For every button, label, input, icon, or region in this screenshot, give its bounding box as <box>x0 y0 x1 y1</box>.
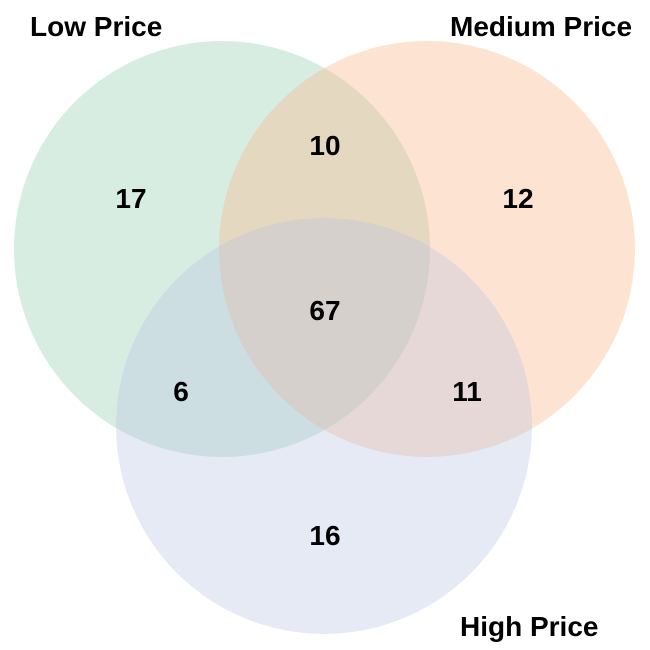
medium-high-count: 11 <box>452 376 482 407</box>
medium-price-label: Medium Price <box>450 11 632 42</box>
low-price-label: Low Price <box>30 11 162 42</box>
medium-price-circle <box>219 41 635 457</box>
medium-only-count: 12 <box>502 183 533 214</box>
high-only-count: 16 <box>309 520 340 551</box>
high-price-circle <box>116 218 532 634</box>
low-medium-count: 10 <box>309 130 340 161</box>
low-price-circle <box>14 41 430 457</box>
low-high-count: 6 <box>173 376 189 407</box>
low-only-count: 17 <box>115 183 146 214</box>
high-price-label: High Price <box>460 611 598 642</box>
all-three-count: 67 <box>309 295 340 326</box>
